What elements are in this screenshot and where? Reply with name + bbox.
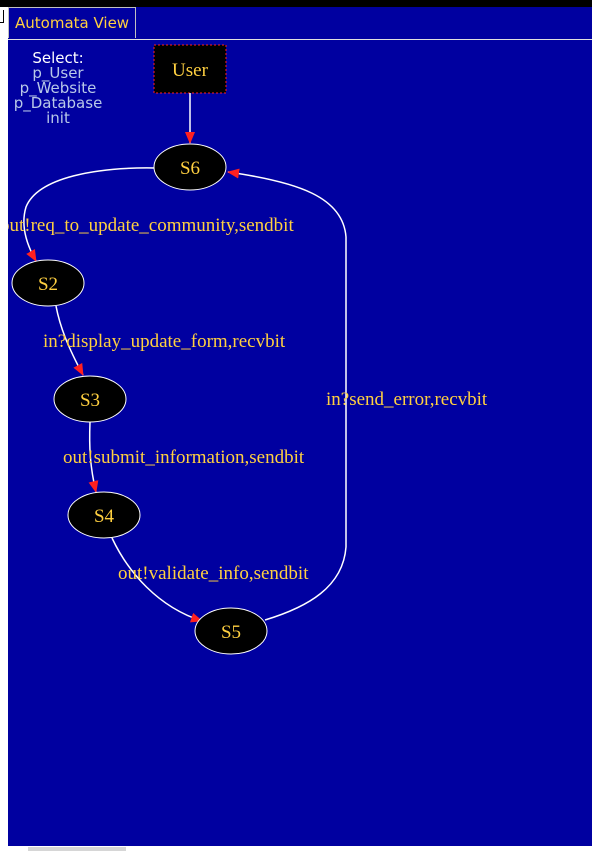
state-s2[interactable]: S2 xyxy=(11,259,85,307)
edge-label-s6-s2: out!req_to_update_community,sendbit xyxy=(8,215,294,236)
edge-s5-to-s6 xyxy=(227,168,347,621)
tab-automata-view[interactable]: Automata View xyxy=(8,7,137,38)
select-option-p-website[interactable]: p_Website xyxy=(19,79,97,97)
state-label-s5: S5 xyxy=(221,622,241,643)
window-left-border xyxy=(0,7,8,852)
state-label-s6: S6 xyxy=(180,158,200,179)
state-s6[interactable]: S6 xyxy=(153,143,227,191)
select-option-p-database[interactable]: p_Database xyxy=(13,94,103,112)
select-option-p-user[interactable]: p_User xyxy=(32,64,84,82)
automata-canvas[interactable]: Automata View Select: p_User p_Website p… xyxy=(8,7,592,846)
window-bottom-bar xyxy=(0,846,592,852)
edge-s2-to-s3 xyxy=(55,305,84,376)
state-label-s4: S4 xyxy=(94,506,115,527)
edge-s6-to-s2 xyxy=(23,167,156,262)
state-label-s2: S2 xyxy=(38,274,58,295)
actor-label: User xyxy=(172,60,209,81)
select-title: Select: xyxy=(32,49,84,67)
tab-underline xyxy=(8,39,592,40)
select-panel: Select: p_User p_Website p_Database init xyxy=(8,51,108,126)
window-top-bar xyxy=(0,0,592,7)
state-s4[interactable]: S4 xyxy=(67,491,141,539)
automaton-graph: User S6 S2 S3 S4 S5 out!req_ xyxy=(8,44,488,655)
horizontal-scrollbar-thumb[interactable] xyxy=(28,847,126,851)
edge-label-s3-s4: out!submit_information,sendbit xyxy=(63,447,305,468)
edge-s3-to-s4 xyxy=(88,421,99,493)
edge-label-s4-s5: out!validate_info,sendbit xyxy=(118,563,309,584)
actor-box xyxy=(153,44,227,94)
corner-marker xyxy=(0,10,4,23)
state-label-s3: S3 xyxy=(80,390,100,411)
actor-node-user[interactable]: User xyxy=(153,44,227,94)
edge-label-s2-s3: in?display_update_form,recvbit xyxy=(43,331,286,352)
edge-label-s5-s6: in?send_error,recvbit xyxy=(326,389,488,410)
state-s5[interactable]: S5 xyxy=(194,607,268,655)
state-s3[interactable]: S3 xyxy=(53,375,127,423)
select-option-init[interactable]: init xyxy=(46,109,70,127)
edge-s4-to-s5 xyxy=(111,537,203,623)
